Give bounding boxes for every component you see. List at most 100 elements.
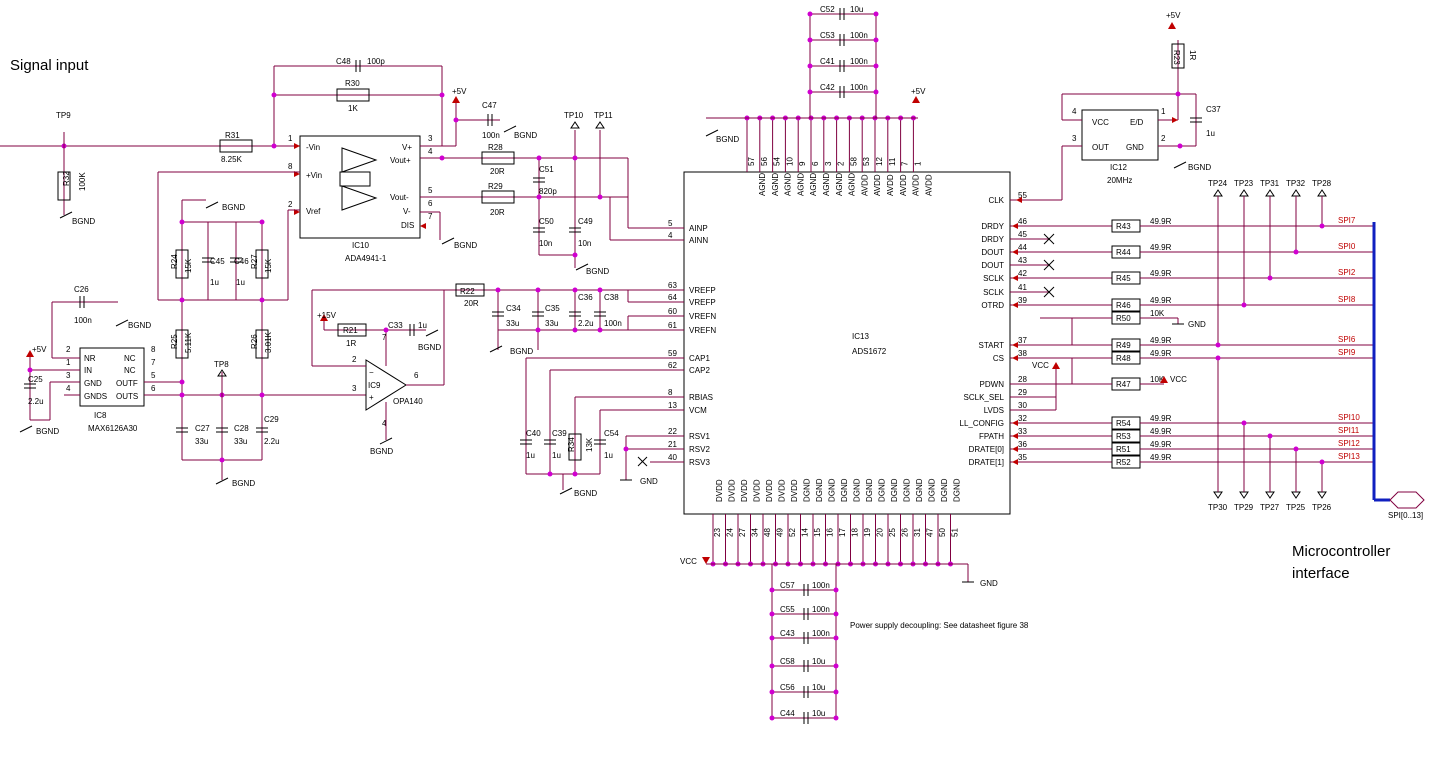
gnd-label-3: GND (1188, 320, 1206, 329)
c28-value: 33u (234, 437, 247, 446)
c48-value: 100p (367, 57, 385, 66)
ic12-part: 20MHz (1107, 176, 1132, 185)
ic13-bottom-pin-name: DVDD (753, 479, 762, 502)
c37-ref: C37 (1206, 105, 1221, 114)
bgnd-label-14: BGND (1188, 163, 1211, 172)
r26-resistor (255, 329, 269, 359)
svg-text:7: 7 (382, 333, 387, 342)
ic10-pin5-num: 5 (428, 186, 433, 195)
ic13-ref: IC13 (852, 332, 869, 341)
ic13-bottom-pin-name: DGND (915, 478, 924, 502)
digital-resistor-value: 49.9R (1150, 243, 1172, 252)
ic8-pin7-num: 7 (151, 358, 156, 367)
ic13-right-pin-name: DOUT (981, 261, 1004, 270)
r21-ref: R21 (343, 326, 358, 335)
ic13-right-pin-name: SCLK (983, 274, 1005, 283)
ic13-left-pin-name: CAP1 (689, 354, 710, 363)
testpoint-top-label: TP32 (1286, 179, 1306, 188)
spi-net-label: SPI10 (1338, 413, 1360, 422)
c29-ref: C29 (264, 415, 279, 424)
c27-value: 33u (195, 437, 208, 446)
ic13-right-pin-name: DRDY (981, 222, 1004, 231)
digital-resistor-value: 49.9R (1150, 336, 1172, 345)
ic13-top-pin-num: 56 (760, 157, 769, 166)
bgnd-label-1: BGND (72, 217, 95, 226)
bottom-cap-ref: C43 (780, 629, 795, 638)
ic13-right-pin-num: 45 (1018, 230, 1027, 239)
ic13-body (683, 171, 1011, 515)
testpoint-top-label: TP28 (1312, 179, 1332, 188)
spi-net-label: SPI7 (1338, 216, 1356, 225)
c29-value: 2.2u (264, 437, 280, 446)
ic13-right-pin-name: PDWN (980, 380, 1005, 389)
vcc-label-1: VCC (680, 557, 697, 566)
ic13-bottom-pin-num: 18 (851, 528, 860, 537)
ic13-left-pin-num: 64 (668, 293, 677, 302)
interface-label: interface (1292, 565, 1350, 582)
ic13-bottom-pin-num: 47 (926, 528, 935, 537)
ic10-pin7-num: 7 (428, 212, 433, 221)
c40-ref: C40 (526, 429, 541, 438)
ic13-left-pin-num: 60 (668, 307, 677, 316)
r31-value: 8.25K (221, 155, 243, 164)
digital-resistor-value: 10K (1150, 375, 1165, 384)
ic13-top-pin-num: 7 (901, 161, 910, 166)
ic13-part: ADS1672 (852, 347, 887, 356)
ic13-right-pin-name: DRDY (981, 235, 1004, 244)
r27-resistor (255, 249, 269, 279)
c47-value: 100n (482, 131, 500, 140)
ic13-bottom-pin-name: DGND (840, 478, 849, 502)
r26-value: 3.01K (264, 331, 273, 353)
bgnd-label-6: BGND (128, 321, 151, 330)
ic10-pin-voutn: Vout- (390, 193, 409, 202)
ic10-pin-vn: V- (403, 207, 411, 216)
testpoint-bottom-label: TP27 (1260, 503, 1280, 512)
bottom-cap-value: 10u (812, 709, 825, 718)
r23-ref: R23 (1172, 50, 1181, 65)
ic13-left-pin-name: AINN (689, 236, 708, 245)
c49-value: 10n (578, 239, 591, 248)
ic12-pin-gnd: GND (1126, 143, 1144, 152)
spi-net-label: SPI0 (1338, 242, 1356, 251)
ic13-left-pin-num: 59 (668, 349, 677, 358)
ic13-right-pin-num: 28 (1018, 375, 1027, 384)
ic13-right-pin-num: 55 (1018, 191, 1027, 200)
ic13-right-pin-num: 38 (1018, 349, 1027, 358)
ic8-pin5-num: 5 (151, 371, 156, 380)
bottom-cap-value: 100n (812, 605, 830, 614)
ic8-pin-nc1: NC (124, 354, 136, 363)
ic13-bottom-pins: 23DVDD24DVDD27DVDD34DVDD48DVDD49DVDD52DV… (710, 478, 962, 567)
ic13-right-pin-num: 41 (1018, 283, 1027, 292)
ic13-left-pin-name: VREFP (689, 286, 716, 295)
r32-resistor (57, 171, 71, 201)
c35-value: 33u (545, 319, 558, 328)
digital-resistor-value: 49.9R (1150, 349, 1172, 358)
ic13-top-pin-name: AGND (784, 173, 793, 196)
ic10-pin3-num: 3 (428, 134, 433, 143)
digital-resistor-ref: R49 (1116, 341, 1131, 350)
r30-resistor (336, 88, 370, 102)
ic13-bottom-pin-num: 24 (726, 528, 735, 537)
ic13-bottom-pin-name: DGND (865, 478, 874, 502)
bottom-cap-ref: C44 (780, 709, 795, 718)
ic13-left-pin-name: VCM (689, 406, 707, 415)
ic13-left-pins: 5AINP4AINN63VREFP64VREFP60VREFN61VREFN59… (660, 219, 716, 467)
r28-resistor (481, 151, 515, 165)
decoupling-note: Power supply decoupling: See datasheet f… (850, 621, 1029, 630)
bgnd-label-4: BGND (586, 267, 609, 276)
ic13-left-pin-name: VREFN (689, 312, 716, 321)
ic13-bottom-pin-name: DVDD (778, 479, 787, 502)
testpoint-bottom-label: TP26 (1312, 503, 1332, 512)
ic9-part: OPA140 (393, 397, 423, 406)
ic13-bottom-pin-name: DGND (803, 478, 812, 502)
ic13-left-pin-num: 63 (668, 281, 677, 290)
ic13-bottom-pin-name: DVDD (790, 479, 799, 502)
ic13-left-pin-num: 4 (668, 231, 673, 240)
bgnd-label-11: BGND (510, 347, 533, 356)
gnd-label-1: GND (640, 477, 658, 486)
ic13-top-pin-name: AVDD (860, 174, 869, 196)
microcontroller-label: Microcontroller (1292, 543, 1390, 560)
ic13-right-pin-name: LL_CONFIG (960, 419, 1004, 428)
ic13-bottom-pin-name: DGND (953, 478, 962, 502)
testpoint-top-label: TP24 (1208, 179, 1228, 188)
